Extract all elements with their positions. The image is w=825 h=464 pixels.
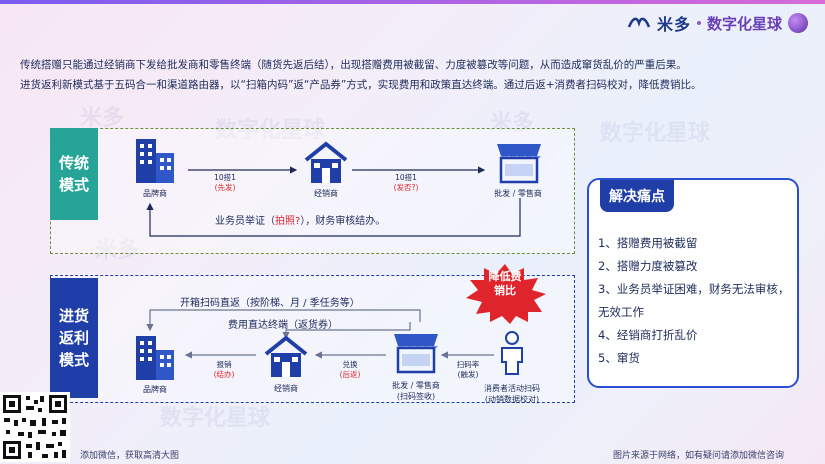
new-report-label: 报销 (结办) <box>204 360 244 380</box>
new-consumer-label: 消费者活动扫码 (动销数据校对) <box>472 383 552 405</box>
retail-store-icon <box>394 334 438 374</box>
redeem-top: 兑换 <box>342 360 358 369</box>
trad-arrow1-top: 10搭1 <box>214 173 236 182</box>
watermark: 米多 <box>490 111 535 136</box>
distributor-house-icon <box>264 335 308 377</box>
burst-line-2: 销比 <box>494 284 516 297</box>
pain-points-panel <box>587 178 799 388</box>
traditional-distributor-label: 经销商 <box>314 189 338 198</box>
watermark: 数字化星球 <box>600 121 711 146</box>
pain-point-item: 1、搭赠费用被截留 <box>598 236 698 250</box>
pain-points-list: 1、搭赠费用被截留 2、搭赠力度被篡改 3、业务员举证困难，财务无法审核，无效工… <box>598 232 793 370</box>
watermark: 数字化星球 <box>215 118 326 143</box>
footer-left-text: 添加微信，获取高清大图 <box>80 451 180 461</box>
consumer-name: 消费者活动扫码 <box>484 384 540 393</box>
redeem-red: (后返) <box>339 370 361 379</box>
brand-logo-text: 米多 <box>657 15 692 34</box>
qr-code <box>0 392 70 462</box>
distributor-house-icon <box>304 141 348 183</box>
trad-arrow1-label: 10搭1 (先发) <box>205 173 245 193</box>
traditional-feedback-text: 业务员举证（拍照?），财务审核结办。 <box>215 212 385 227</box>
scan-top: 扫码率 <box>456 360 480 369</box>
pain-point-item: 5、窜货 <box>598 351 640 365</box>
trad-arrow1-red: (先发) <box>214 183 236 192</box>
pain-point-item: 4、经销商打折乱价 <box>598 328 698 342</box>
new-model-tag: 进货返利模式 <box>50 278 98 398</box>
new-mid-flow-text: 费用直达终端（返货券） <box>228 320 338 331</box>
traditional-retail-label: 批发 / 零售商 <box>494 189 542 198</box>
traditional-title-line: 传统 <box>58 154 89 172</box>
report-top: 报销 <box>216 360 232 369</box>
pain-point-item: 3、业务员举证困难，财务无法审核，无效工作 <box>598 282 790 319</box>
intro-line-1: 传统搭赠只能通过经销商下发给批发商和零售终端（随货先返后结），出现搭赠费用被截留… <box>20 59 687 71</box>
new-title-line: 进货 <box>58 307 89 325</box>
trad-arrow2-label: 10搭1 (发否?) <box>386 173 426 193</box>
footer-right-text: 图片来源于网络，如有疑问请添加微信咨询 <box>613 451 785 461</box>
trad-arrow2-red: (发否?) <box>393 183 419 192</box>
scan-sub: (触发) <box>457 370 479 379</box>
brand-building-icon <box>136 139 174 183</box>
intro-line-2: 进货返利新模式基于五码合一和渠道路由器，以“扫箱内码”返“产品券”方式，实现费用… <box>20 79 702 91</box>
new-scan-label: 扫码率 (触发) <box>448 360 488 380</box>
feedback-pre: 业务员举证（ <box>215 216 275 227</box>
consumer-sub: (动销数据校对) <box>484 395 540 404</box>
new-title-line: 返利 <box>58 329 89 347</box>
new-distributor-label: 经销商 <box>274 384 298 393</box>
traditional-brand-label: 品牌商 <box>143 189 167 198</box>
new-retail-label: 批发 / 零售商 (扫码签收) <box>376 380 456 402</box>
burst-line-1: 降低费 <box>488 270 522 283</box>
qr-code-icon <box>0 392 70 462</box>
new-brand-label: 品牌商 <box>143 385 167 394</box>
consumer-person-icon <box>501 331 523 375</box>
brand-header: 米多 数字化星球 <box>627 10 809 36</box>
new-retail-sub: (扫码签收) <box>396 392 436 401</box>
traditional-title-line: 模式 <box>58 176 89 194</box>
brand-separator <box>697 21 702 25</box>
pain-point-item: 2、搭赠力度被篡改 <box>598 259 698 273</box>
brand-name: 数字化星球 <box>707 14 783 33</box>
brand-building-icon <box>136 336 174 380</box>
watermark: 数字化星球 <box>160 406 271 431</box>
new-retail-name: 批发 / 零售商 <box>392 381 440 390</box>
new-title-line: 模式 <box>58 351 89 369</box>
pain-points-title: 解决痛点 <box>600 180 674 212</box>
intro-text: 传统搭赠只能通过经销商下发给批发商和零售终端（随货先返后结），出现搭赠费用被截留… <box>20 55 810 95</box>
new-redeem-label: 兑换 (后返) <box>330 360 370 380</box>
feedback-post: ），财务审核结办。 <box>300 216 386 227</box>
report-red: (结办) <box>213 370 235 379</box>
planet-icon <box>788 13 809 33</box>
midoo-logo-icon <box>627 17 651 28</box>
top-accent-bar <box>0 0 825 4</box>
watermark: 米多 <box>80 106 125 131</box>
traditional-model-tag: 传统模式 <box>50 128 98 220</box>
burst-badge-icon <box>466 264 546 324</box>
burst-text: 降低费 销比 <box>476 270 534 298</box>
feedback-red: 拍照? <box>275 216 301 227</box>
new-top-flow-text: 开箱扫码直返（按阶梯、月 / 季任务等） <box>180 298 360 309</box>
retail-store-icon <box>497 144 541 184</box>
watermark: 米多 <box>95 238 140 263</box>
trad-arrow2-top: 10搭1 <box>395 173 417 182</box>
